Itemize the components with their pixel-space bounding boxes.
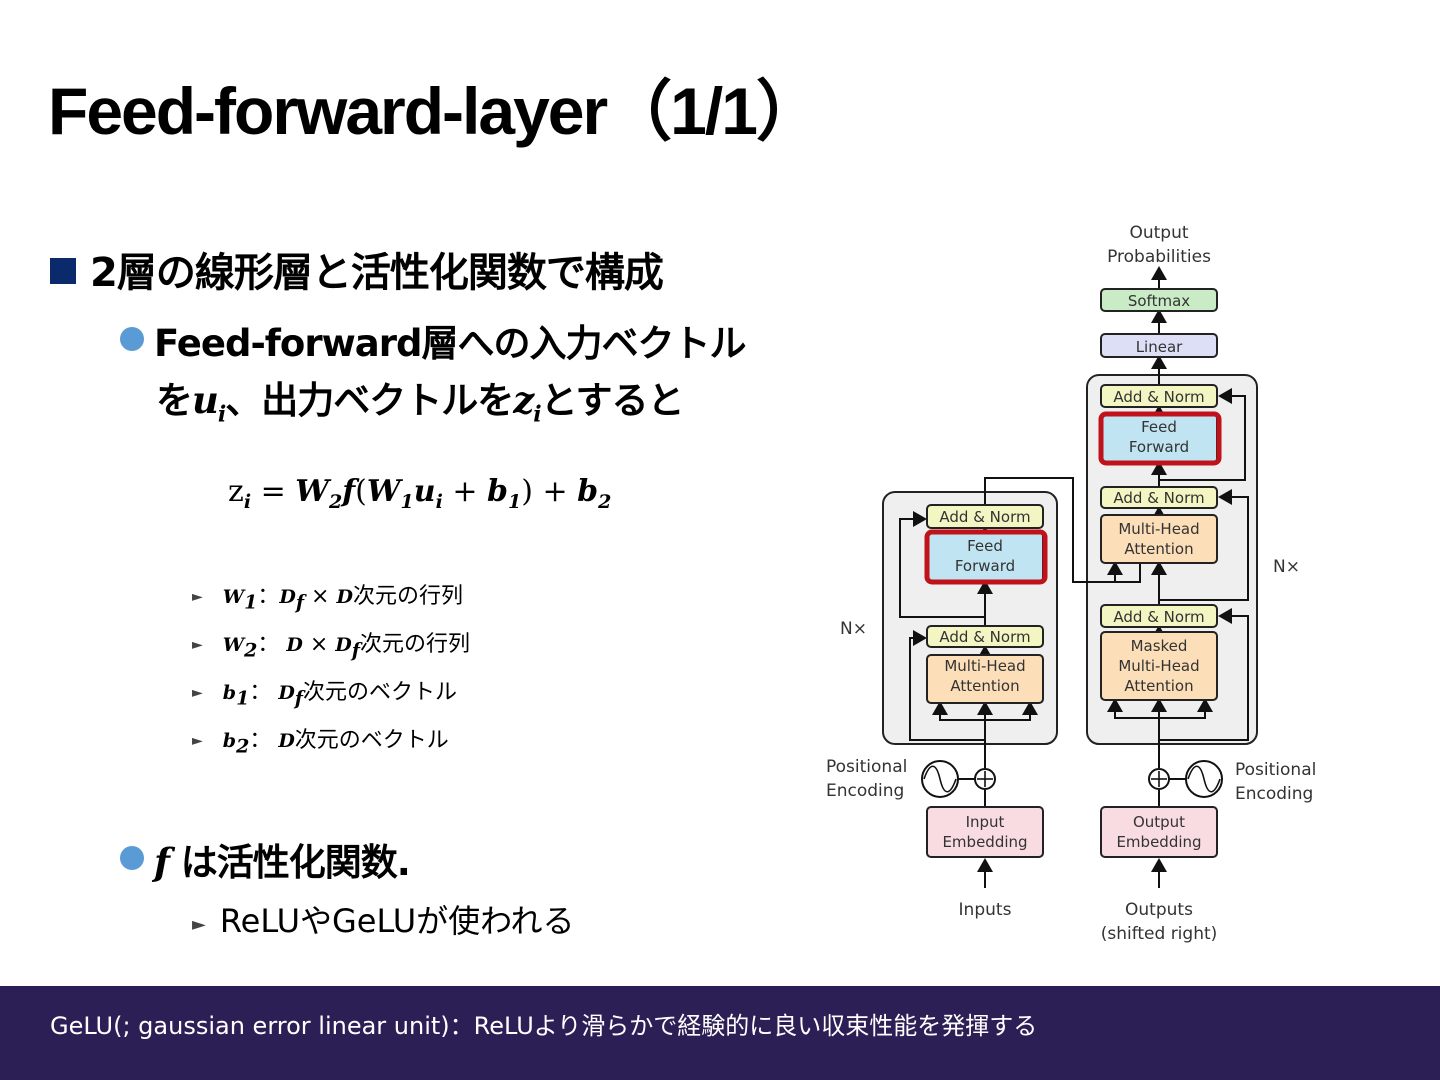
def-w1: ►W1：Df × D次元の行列 <box>192 584 463 614</box>
dec-feed-label: Feed <box>1141 418 1177 436</box>
enc-mha-label-2: Attention <box>950 677 1019 695</box>
footer-note: GeLU(; gaussian error linear unit)：ReLUよ… <box>50 1012 1038 1040</box>
enc-add-norm-1-label: Add & Norm <box>939 628 1030 646</box>
var-z: zi <box>513 378 541 428</box>
dec-mha-label-1: Multi-Head <box>1118 520 1199 538</box>
ffn-formula: zi = W2f(W1ui + b1) + b2 <box>228 474 612 513</box>
input-embedding-box <box>926 806 1044 858</box>
inputs-label: Inputs <box>959 900 1012 920</box>
bullet-activation: f は活性化関数. <box>120 832 411 886</box>
softmax-label: Softmax <box>1128 292 1190 310</box>
output-probabilities-label-2: Probabilities <box>1107 247 1211 267</box>
dec-add-norm-3-label: Add & Norm <box>1113 388 1204 406</box>
enc-positional-label-2: Encoding <box>826 781 904 801</box>
footer-bar: GeLU(; gaussian error linear unit)：ReLUよ… <box>0 986 1440 1080</box>
dec-add-norm-1-label: Add & Norm <box>1113 608 1204 626</box>
dec-nx-label: N× <box>1273 557 1300 577</box>
dec-positional-label-1: Positional <box>1235 760 1316 780</box>
bullet-input-output: Feed-forward層への入力ベクトル <box>120 313 746 367</box>
dec-masked-label-2: Multi-Head <box>1118 657 1199 675</box>
transformer-diagram: Output Probabilities Softmax Linear Add … <box>826 223 1316 944</box>
triangle-bullet-icon: ► <box>192 589 203 605</box>
enc-mha-box <box>926 654 1044 704</box>
outputs-label-2: (shifted right) <box>1101 924 1218 944</box>
def-w2: ►W2： D × Df次元の行列 <box>192 632 470 662</box>
input-embedding-label-1: Input <box>966 813 1005 831</box>
triangle-bullet-icon: ► <box>192 914 206 935</box>
dec-positional-label-2: Encoding <box>1235 784 1313 804</box>
enc-forward-label: Forward <box>955 557 1015 575</box>
output-embedding-label-2: Embedding <box>1116 833 1201 851</box>
enc-add-norm-2 <box>926 504 1044 529</box>
output-probabilities-label-1: Output <box>1129 223 1188 243</box>
enc-nx-label: N× <box>840 619 867 639</box>
dec-mha-label-2: Attention <box>1124 540 1193 558</box>
dec-add-norm-3 <box>1100 384 1218 408</box>
dec-add-norm-2-label: Add & Norm <box>1113 489 1204 507</box>
bullet-two-layer-text: 2層の線形層と活性化関数で構成 <box>90 250 664 296</box>
softmax-box <box>1100 288 1218 312</box>
triangle-bullet-icon: ► <box>192 733 203 749</box>
sub-activation: ►ReLUやGeLUが使われる <box>192 902 575 940</box>
dec-forward-label: Forward <box>1129 438 1189 456</box>
triangle-bullet-icon: ► <box>192 637 203 653</box>
linear-label: Linear <box>1136 338 1183 356</box>
triangle-bullet-icon: ► <box>192 685 203 701</box>
dec-masked-mha-box <box>1100 631 1218 701</box>
bullet-two-layer: 2層の線形層と活性化関数で構成 <box>50 240 664 298</box>
enc-ff-highlight <box>924 529 1048 585</box>
enc-add-norm-1 <box>926 625 1044 648</box>
dec-mha-box <box>1100 514 1218 564</box>
enc-add-norm-2-label: Add & Norm <box>939 508 1030 526</box>
outputs-label-1: Outputs <box>1125 900 1193 920</box>
dec-masked-label-1: Masked <box>1131 637 1188 655</box>
dec-ff-highlight <box>1098 411 1222 466</box>
slide-title: Feed-forward-layer（1/1） <box>48 74 822 148</box>
var-u: ui <box>192 378 226 428</box>
dec-masked-label-3: Attention <box>1124 677 1193 695</box>
circle-bullet-icon <box>120 327 144 351</box>
def-b2: ►b2： D次元のベクトル <box>192 728 449 758</box>
enc-positional-label-1: Positional <box>826 757 907 777</box>
dec-add-norm-1 <box>1100 604 1218 628</box>
dec-add-norm-2 <box>1100 486 1218 509</box>
input-embedding-label-2: Embedding <box>942 833 1027 851</box>
bullet-input-output-line1: Feed-forward層への入力ベクトル <box>154 322 746 365</box>
output-embedding-label-1: Output <box>1133 813 1185 831</box>
enc-mha-label-1: Multi-Head <box>944 657 1025 675</box>
linear-box <box>1100 333 1218 358</box>
square-bullet-icon <box>50 258 76 284</box>
output-embedding-box <box>1100 806 1218 858</box>
circle-bullet-icon <box>120 846 144 870</box>
bullet-input-output-line2: をui、出力ベクトルをziとすると <box>156 378 685 428</box>
enc-feed-label: Feed <box>967 537 1003 555</box>
def-b1: ►b1： Df次元のベクトル <box>192 680 457 710</box>
